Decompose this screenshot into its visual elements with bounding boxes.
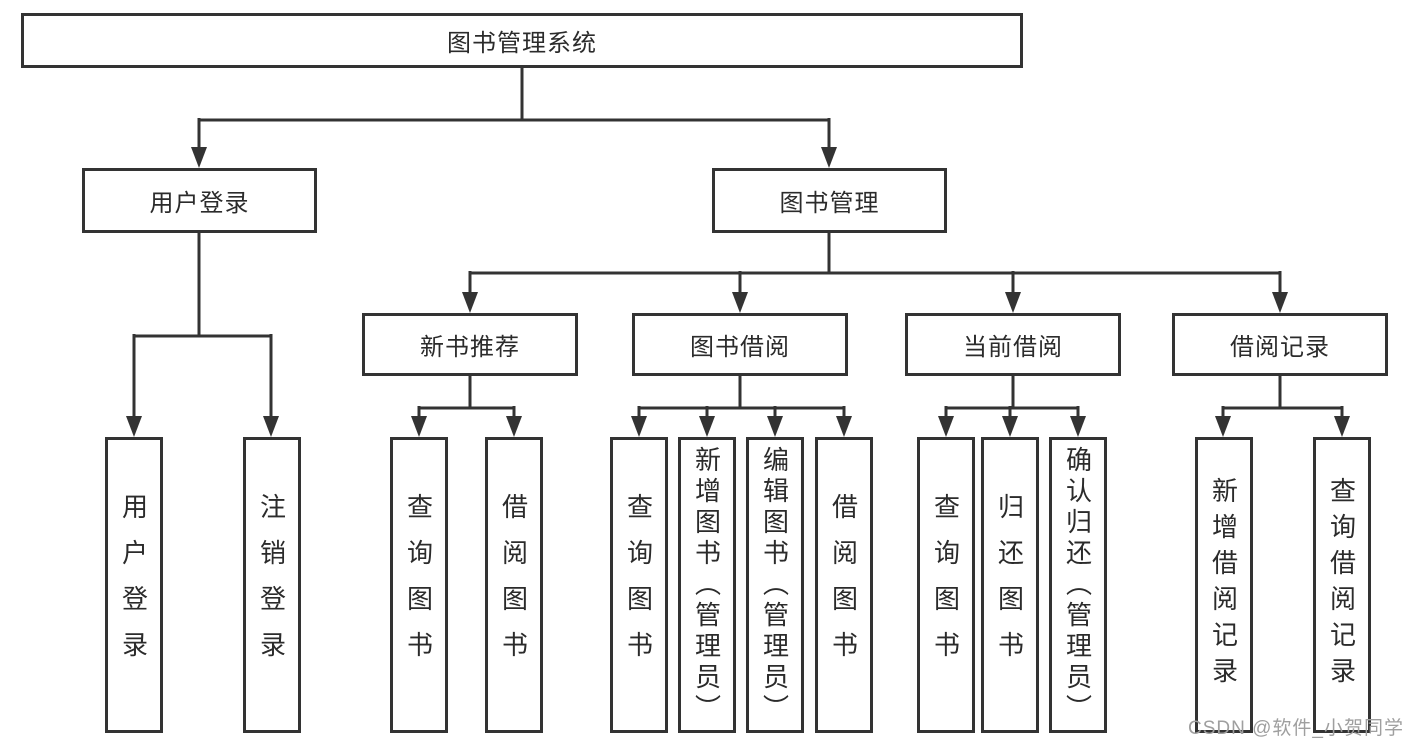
arrow-down-icon <box>506 416 522 437</box>
arrow-down-icon <box>191 147 207 168</box>
node-label: 新书推荐 <box>420 334 520 361</box>
node-label: 借阅图书 <box>498 493 529 677</box>
node-label: 图书借阅 <box>690 334 790 361</box>
node-label: 新增借阅记录 <box>1208 477 1239 693</box>
arrow-down-icon <box>263 416 279 437</box>
leaf-logout-login: 注销登录 <box>243 437 301 733</box>
node-new-book-recommend: 新书推荐 <box>362 313 578 376</box>
csdn-watermark: CSDN @软件_小贺同学 <box>1188 718 1404 739</box>
arrow-down-icon <box>126 416 142 437</box>
arrow-down-icon <box>411 416 427 437</box>
arrow-down-icon <box>1005 292 1021 313</box>
node-user-login-group: 用户登录 <box>82 168 317 233</box>
arrow-down-icon <box>462 292 478 313</box>
node-label: 图书管理 <box>779 190 880 217</box>
node-label: 借阅记录 <box>1230 334 1330 361</box>
leaf-add-book-admin: 新增图书（管理员） <box>678 437 736 733</box>
node-borrow-records: 借阅记录 <box>1172 313 1388 376</box>
node-label: 查询借阅记录 <box>1326 477 1357 693</box>
leaf-borrow-books-recommend: 借阅图书 <box>485 437 543 733</box>
node-label: 查询图书 <box>930 493 961 677</box>
arrow-down-icon <box>821 147 837 168</box>
node-label: 借阅图书 <box>828 493 859 677</box>
node-current-borrow: 当前借阅 <box>905 313 1121 376</box>
node-label: 归还图书 <box>994 493 1025 677</box>
node-label: 查询图书 <box>623 493 654 677</box>
arrow-down-icon <box>1070 416 1086 437</box>
leaf-confirm-return-admin: 确认归还（管理员） <box>1049 437 1107 733</box>
leaf-query-books-current: 查询图书 <box>917 437 975 733</box>
node-book-management: 图书管理 <box>712 168 947 233</box>
arrow-down-icon <box>699 416 715 437</box>
node-label: 图书管理系统 <box>447 30 597 57</box>
node-label: 用户登录 <box>118 493 149 677</box>
leaf-return-book: 归还图书 <box>981 437 1039 733</box>
arrow-down-icon <box>1272 292 1288 313</box>
node-label: 新增图书（管理员） <box>691 445 722 725</box>
arrow-down-icon <box>1215 416 1231 437</box>
node-label: 确认归还（管理员） <box>1062 445 1093 725</box>
arrow-down-icon <box>1002 416 1018 437</box>
arrow-down-icon <box>836 416 852 437</box>
node-book-borrow: 图书借阅 <box>632 313 848 376</box>
node-label: 查询图书 <box>403 493 434 677</box>
node-library-management-system: 图书管理系统 <box>21 13 1023 68</box>
arrow-down-icon <box>732 292 748 313</box>
node-label: 当前借阅 <box>963 334 1063 361</box>
node-label: 用户登录 <box>149 190 250 217</box>
arrow-down-icon <box>938 416 954 437</box>
arrow-down-icon <box>767 416 783 437</box>
leaf-add-borrow-record: 新增借阅记录 <box>1195 437 1253 733</box>
node-label: 注销登录 <box>256 493 287 677</box>
leaf-query-borrow-record: 查询借阅记录 <box>1313 437 1371 733</box>
leaf-edit-book-admin: 编辑图书（管理员） <box>746 437 804 733</box>
leaf-borrow-books: 借阅图书 <box>815 437 873 733</box>
arrow-down-icon <box>631 416 647 437</box>
leaf-query-books-borrow: 查询图书 <box>610 437 668 733</box>
node-label: 编辑图书（管理员） <box>759 445 790 725</box>
leaf-query-books-recommend: 查询图书 <box>390 437 448 733</box>
arrow-down-icon <box>1334 416 1350 437</box>
leaf-user-login: 用户登录 <box>105 437 163 733</box>
